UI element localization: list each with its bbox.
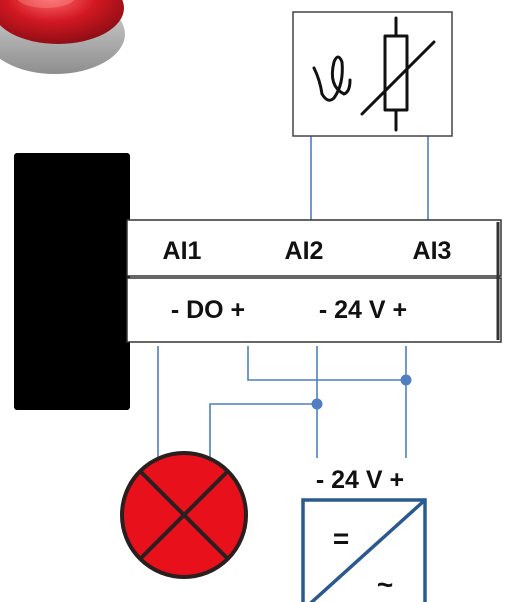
terminal-label-ai3: AI3 xyxy=(413,237,452,265)
terminal-labels: AI1 AI2 AI3 - DO + - 24 V + xyxy=(163,237,452,324)
wires xyxy=(157,136,429,458)
terminal-row-ai xyxy=(126,219,502,277)
junction-dot-minus xyxy=(311,398,323,410)
terminal-row-power xyxy=(126,277,502,343)
temperature-thermistor-icon xyxy=(312,16,436,132)
indicator-lamp-icon xyxy=(120,451,248,579)
wire-lamp-bus xyxy=(209,403,317,458)
terminal-label-ai2: AI2 xyxy=(285,237,324,265)
dc-ac-converter-icon xyxy=(301,498,427,602)
junction-dots xyxy=(311,374,412,410)
temperature-sensor xyxy=(292,11,453,137)
junction-dot-plus xyxy=(400,374,412,386)
warning-beacon-icon xyxy=(0,0,125,74)
psu-voltage-label: - 24 V + xyxy=(316,466,404,494)
ac-symbol: ~ xyxy=(377,569,393,600)
wire-do-plus-bus xyxy=(247,346,406,381)
dc-symbol: = xyxy=(333,523,349,554)
power-supply: - 24 V + = ~ xyxy=(301,466,427,602)
terminal-label-ai1: AI1 xyxy=(163,237,202,265)
terminal-label-24v: - 24 V + xyxy=(319,296,407,324)
terminal-block xyxy=(126,219,502,343)
terminal-label-do: - DO + xyxy=(171,296,245,324)
module-body xyxy=(14,153,130,410)
